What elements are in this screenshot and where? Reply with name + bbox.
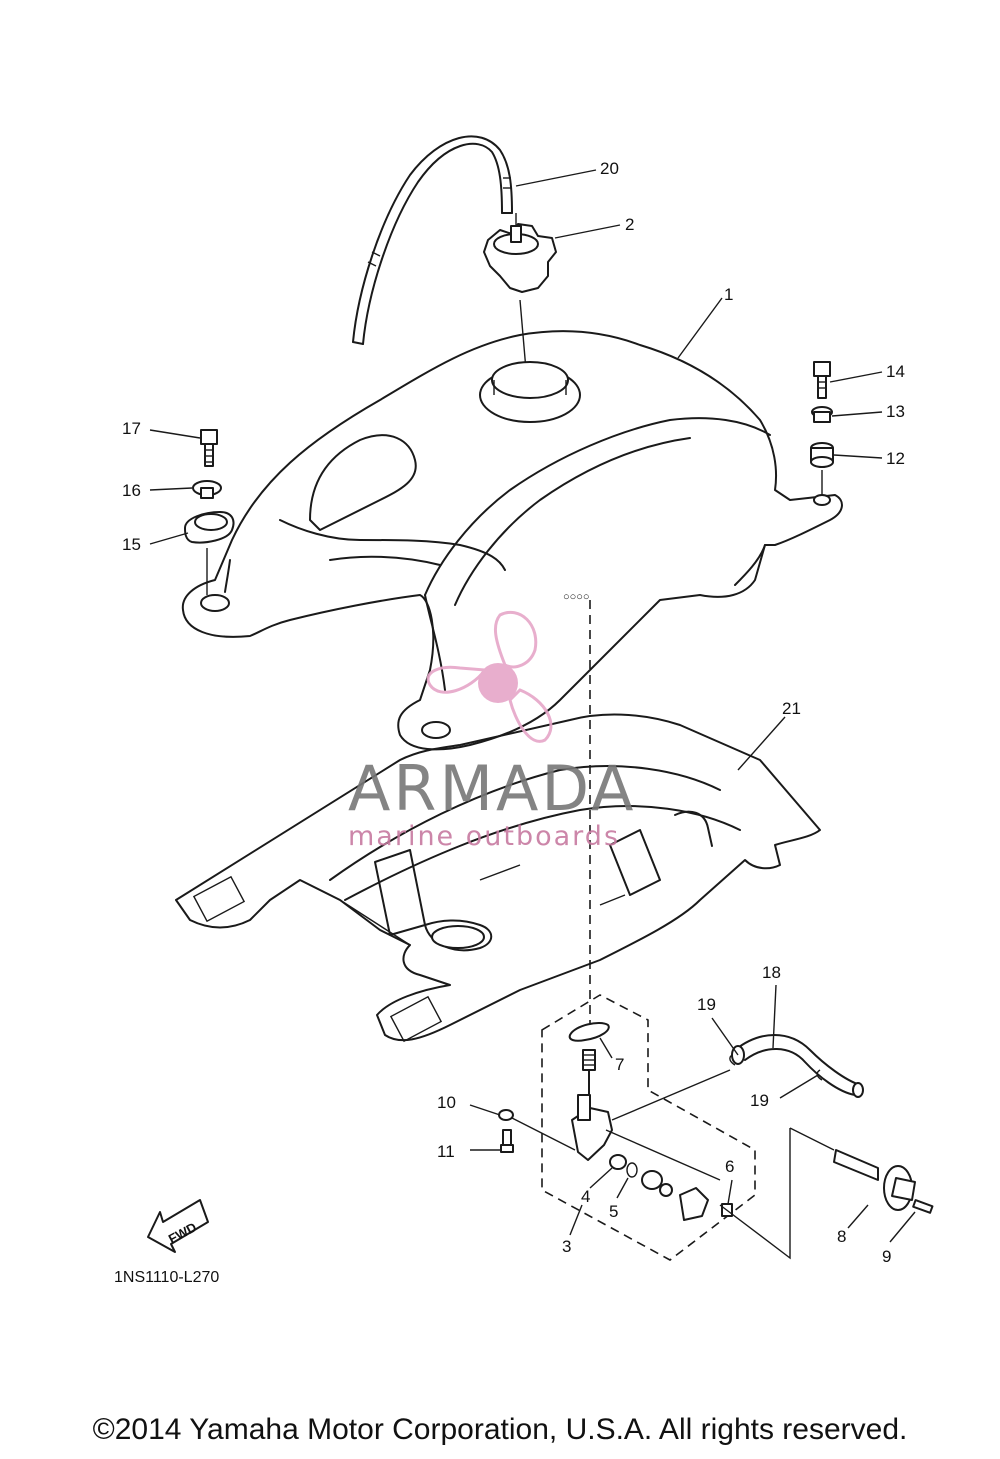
- fuel-tank-cover: [175, 713, 821, 1043]
- callout-6: 6: [725, 1157, 734, 1176]
- callout-4: 4: [581, 1187, 590, 1206]
- callout-7: 7: [615, 1055, 624, 1074]
- callout-1: 1: [724, 285, 733, 304]
- callout-20: 20: [600, 159, 619, 178]
- watermark-title: ARMADA: [348, 752, 636, 825]
- leader-lines: [149, 169, 916, 1243]
- screw-washer: [498, 1109, 576, 1153]
- vent-hose: [352, 135, 513, 345]
- callout-9: 9: [882, 1247, 891, 1266]
- fuel-cock-lever: [719, 1127, 934, 1260]
- callout-17: 17: [122, 419, 141, 438]
- forward-arrow-icon: FWD: [147, 1199, 209, 1253]
- svg-text:○○○○: ○○○○: [563, 591, 590, 603]
- callout-10: 10: [437, 1093, 456, 1112]
- callout-11: 11: [437, 1142, 455, 1161]
- watermark-subtitle: marine outboards: [348, 821, 620, 852]
- callout-15: 15: [122, 535, 141, 554]
- fuel-cock-assembly: [541, 994, 756, 1261]
- callout-5: 5: [609, 1202, 618, 1221]
- callout-14: 14: [886, 362, 905, 381]
- fuel-cap: [483, 213, 557, 371]
- watermark: ARMADA marine outboards: [348, 611, 636, 852]
- callout-19b: 19: [750, 1091, 769, 1110]
- fuel-tank: ○○○○: [181, 330, 843, 751]
- callout-21: 21: [782, 699, 801, 718]
- callout-16: 16: [122, 481, 141, 500]
- drawing-code: 1NS1110-L270: [114, 1269, 219, 1286]
- callout-3: 3: [562, 1237, 571, 1256]
- propeller-logo: [426, 611, 553, 743]
- copyright-notice: ©2014 Yamaha Motor Corporation, U.S.A. A…: [92, 1413, 908, 1446]
- right-mount-hardware: [810, 361, 834, 495]
- callout-8: 8: [837, 1227, 846, 1246]
- left-mount-hardware: [184, 429, 235, 595]
- callout-numbers: 20 2 1 14 13 12 17 16 15 21 18 19 19 7 1…: [122, 159, 905, 1266]
- fuel-hose: [729, 1034, 864, 1098]
- callout-19a: 19: [697, 995, 716, 1014]
- callout-12: 12: [886, 449, 905, 468]
- callout-18: 18: [762, 963, 781, 982]
- callout-13: 13: [886, 402, 905, 421]
- callout-2: 2: [625, 215, 634, 234]
